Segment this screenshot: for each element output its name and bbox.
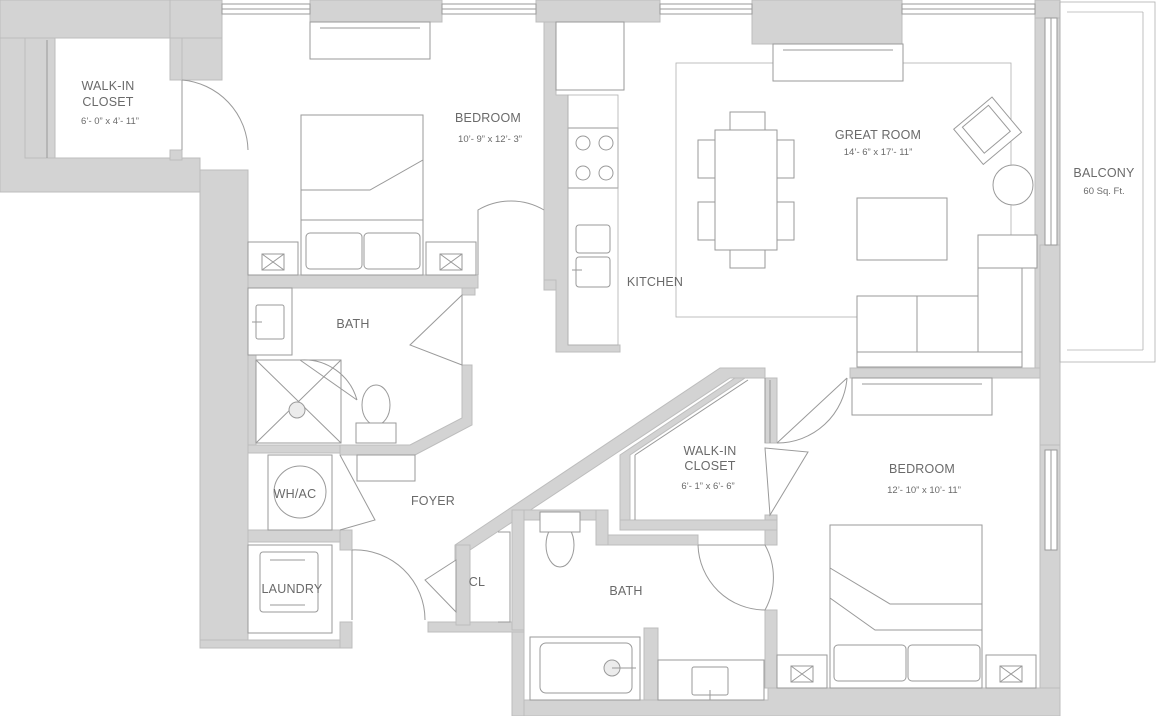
- walkin-closet-2-label: WALK-IN: [683, 444, 736, 458]
- bath-2-label: BATH: [609, 584, 642, 598]
- walkin-closet-1-label: WALK-IN: [81, 79, 134, 93]
- great-room-dims: 14’- 6” x 17’- 11”: [844, 147, 912, 158]
- laundry-label: LAUNDRY: [262, 582, 323, 596]
- bath-1-label: BATH: [336, 317, 369, 331]
- coffee-table: [856, 197, 948, 261]
- dining-table: [714, 129, 778, 251]
- great-room-label: GREAT ROOM: [835, 128, 921, 142]
- walkin-closet-1-label-2: CLOSET: [82, 95, 133, 109]
- kitchen-label: KITCHEN: [627, 275, 683, 289]
- doors: [181, 79, 848, 623]
- room-labels: WALK-IN CLOSET 6’- 0” x 4’- 11” BEDROOM …: [81, 79, 1135, 598]
- bedroom-1-label: BEDROOM: [455, 111, 521, 125]
- bedroom-2-label: BEDROOM: [889, 462, 955, 476]
- cl-label: CL: [469, 575, 485, 589]
- balcony-label: BALCONY: [1073, 166, 1135, 180]
- walls: [0, 0, 1061, 716]
- balcony: [1059, 1, 1156, 363]
- bedroom-1-dims: 10’- 9” x 12’- 3”: [458, 134, 522, 145]
- fixtures: [46, 21, 1038, 701]
- walkin-closet-2-dims: 6’- 1” x 6’- 6”: [681, 481, 734, 492]
- bedroom-2-dims: 12’- 10” x 10’- 11”: [887, 485, 961, 496]
- wh-ac-label: WH/AC: [274, 487, 317, 501]
- windows: [221, 3, 1058, 551]
- balcony-dims: 60 Sq. Ft.: [1083, 186, 1124, 197]
- foyer-label: FOYER: [411, 494, 455, 508]
- walkin-closet-1-dims: 6’- 0” x 4’- 11”: [81, 116, 139, 127]
- walkin-closet-2-label-2: CLOSET: [684, 459, 735, 473]
